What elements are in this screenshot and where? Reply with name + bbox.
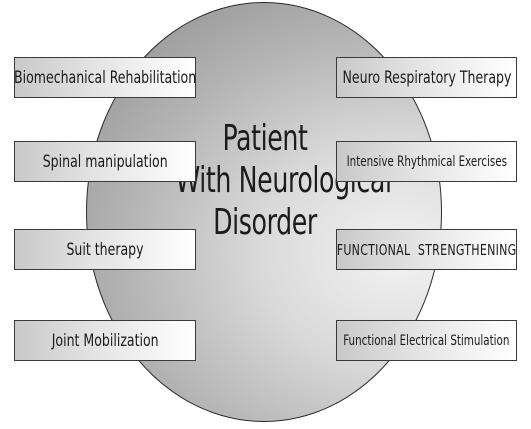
box-spinal-manipulation: Spinal manipulation	[14, 141, 196, 182]
box-label: Intensive Rhythmical Exercises	[346, 153, 507, 170]
box-neuro-respiratory-therapy: Neuro Respiratory Therapy	[336, 57, 517, 98]
center-title-line-1: Patient	[222, 118, 308, 159]
box-label: Suit therapy	[66, 239, 144, 260]
center-title: Patient With Neurological Disorder	[175, 118, 392, 244]
center-title-line-2: With Neurological	[175, 160, 392, 201]
box-biomechanical-rehabilitation: Biomechanical Rehabilitation	[14, 57, 196, 98]
box-label: Spinal manipulation	[42, 151, 168, 172]
box-label: FUNCTIONAL STRENGTHENING	[336, 240, 517, 259]
box-intensive-rhythmical-exercises: Intensive Rhythmical Exercises	[336, 141, 517, 182]
box-suit-therapy: Suit therapy	[14, 229, 196, 270]
box-label: Functional Electrical Stimulation	[343, 332, 510, 349]
box-functional-strengthening: FUNCTIONAL STRENGTHENING	[336, 229, 517, 270]
box-functional-electrical-stimulation: Functional Electrical Stimulation	[336, 320, 517, 361]
box-label: Neuro Respiratory Therapy	[342, 67, 511, 88]
box-label: Joint Mobilization	[51, 330, 159, 351]
box-label: Biomechanical Rehabilitation	[14, 67, 196, 88]
box-joint-mobilization: Joint Mobilization	[14, 320, 196, 361]
center-title-line-3: Disorder	[213, 202, 317, 243]
